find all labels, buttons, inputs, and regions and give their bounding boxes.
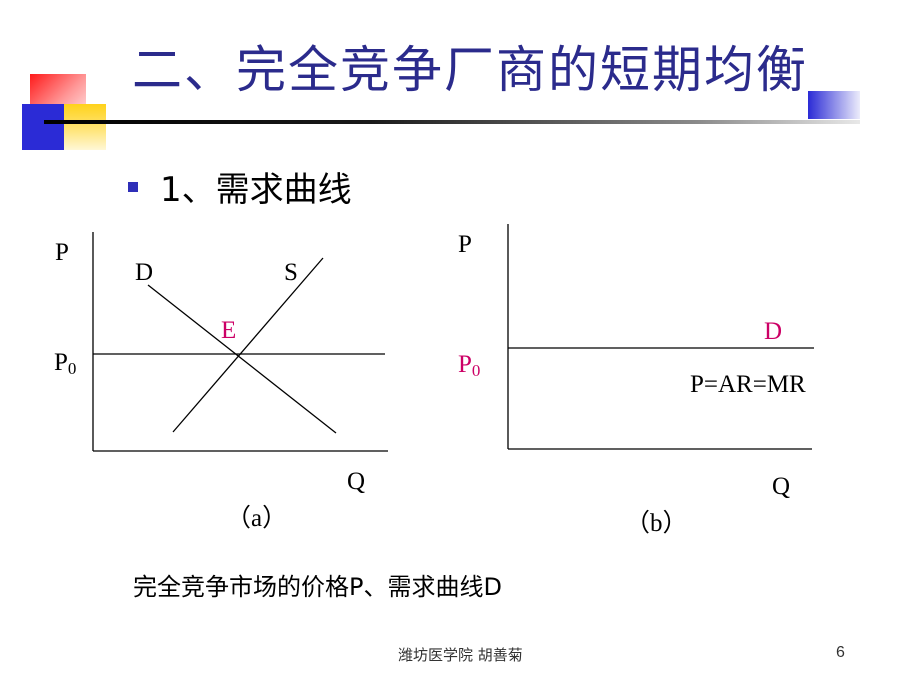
bullet-square-icon (128, 182, 138, 192)
diagram-a-price-label: P0 (54, 349, 76, 378)
diagram-a-supply-label: S (284, 259, 298, 286)
diagram-a: P Q D S E P0 （a） (54, 232, 388, 532)
deco-square-yellow (64, 104, 106, 150)
diagram-a-x-axis-label: Q (347, 468, 365, 495)
diagram-a-demand-line (147, 284, 337, 434)
diagram-b-demand-label: D (764, 318, 782, 345)
deco-square-blue (22, 104, 64, 150)
diagram-b-panel-label: （b） (625, 509, 688, 537)
slide-footer: 潍坊医学院 胡善菊 (398, 646, 523, 664)
diagram-a-supply-line (172, 257, 324, 433)
diagram-a-price-subscript: 0 (68, 359, 77, 378)
slide-caption: 完全竞争市场的价格P、需求曲线D (133, 573, 502, 601)
diagram-a-panel-label: （a） (226, 504, 287, 532)
diagram-a-price-main: P (54, 349, 68, 376)
section-heading: 1、需求曲线 (160, 170, 352, 210)
page-number: 6 (836, 644, 845, 661)
slide-title: 二、完全竞争厂商的短期均衡 (132, 41, 808, 99)
diagram-b-x-axis-label: Q (772, 473, 790, 500)
diagram-b-equation: P=AR=MR (690, 371, 806, 398)
diagram-b-price-subscript: 0 (472, 361, 481, 380)
diagram-b-price-label: P0 (458, 351, 480, 380)
diagram-a-equilibrium-label: E (221, 317, 236, 344)
deco-square-blue-right (808, 91, 860, 119)
diagram-b-y-axis-label: P (458, 231, 472, 258)
diagram-b: P Q D P0 P=AR=MR （b） (458, 224, 814, 537)
diagram-b-price-main: P (458, 351, 472, 378)
diagram-a-y-axis-label: P (55, 239, 69, 266)
title-divider (44, 120, 860, 124)
diagram-a-demand-label: D (135, 259, 153, 286)
